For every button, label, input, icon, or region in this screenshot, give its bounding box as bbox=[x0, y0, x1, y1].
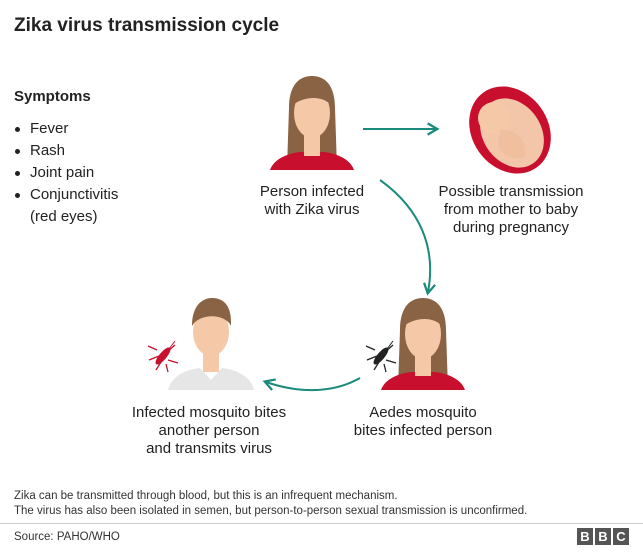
source-credit: Source: PAHO/WHO bbox=[14, 531, 120, 543]
symptom-item: Joint pain bbox=[14, 162, 118, 184]
mosquito-bites-infected-caption: Aedes mosquito bites infected person bbox=[353, 404, 493, 439]
arrow-to-another-person bbox=[262, 377, 361, 392]
symptom-item: Conjunctivitis(red eyes) bbox=[14, 184, 118, 228]
mosquito-red-icon bbox=[147, 340, 179, 373]
arrow-to-mosquito-bite bbox=[379, 179, 436, 296]
mosquito-bites-another-caption: Infected mosquito bites another person a… bbox=[131, 404, 287, 457]
mosquito-black-icon bbox=[365, 340, 397, 373]
pregnancy-fetus-icon bbox=[469, 86, 551, 174]
page-title: Zika virus transmission cycle bbox=[14, 15, 280, 36]
infected-woman-icon bbox=[270, 76, 354, 170]
healthy-man-icon bbox=[168, 298, 254, 390]
symptom-item: Fever bbox=[14, 118, 118, 140]
footer-divider bbox=[0, 523, 643, 524]
symptom-item: Rash bbox=[14, 140, 118, 162]
transmission-note: Zika can be transmitted through blood, b… bbox=[14, 490, 528, 517]
pregnancy-caption: Possible transmission from mother to bab… bbox=[438, 183, 584, 236]
infected-person-caption: Person infected with Zika virus bbox=[259, 183, 365, 218]
symptom-item-sub: (red eyes) bbox=[30, 208, 98, 225]
bitten-woman-icon bbox=[381, 298, 465, 390]
symptoms-list: Fever Rash Joint pain Conjunctivitis(red… bbox=[14, 118, 118, 228]
symptoms-heading: Symptoms bbox=[14, 88, 91, 105]
